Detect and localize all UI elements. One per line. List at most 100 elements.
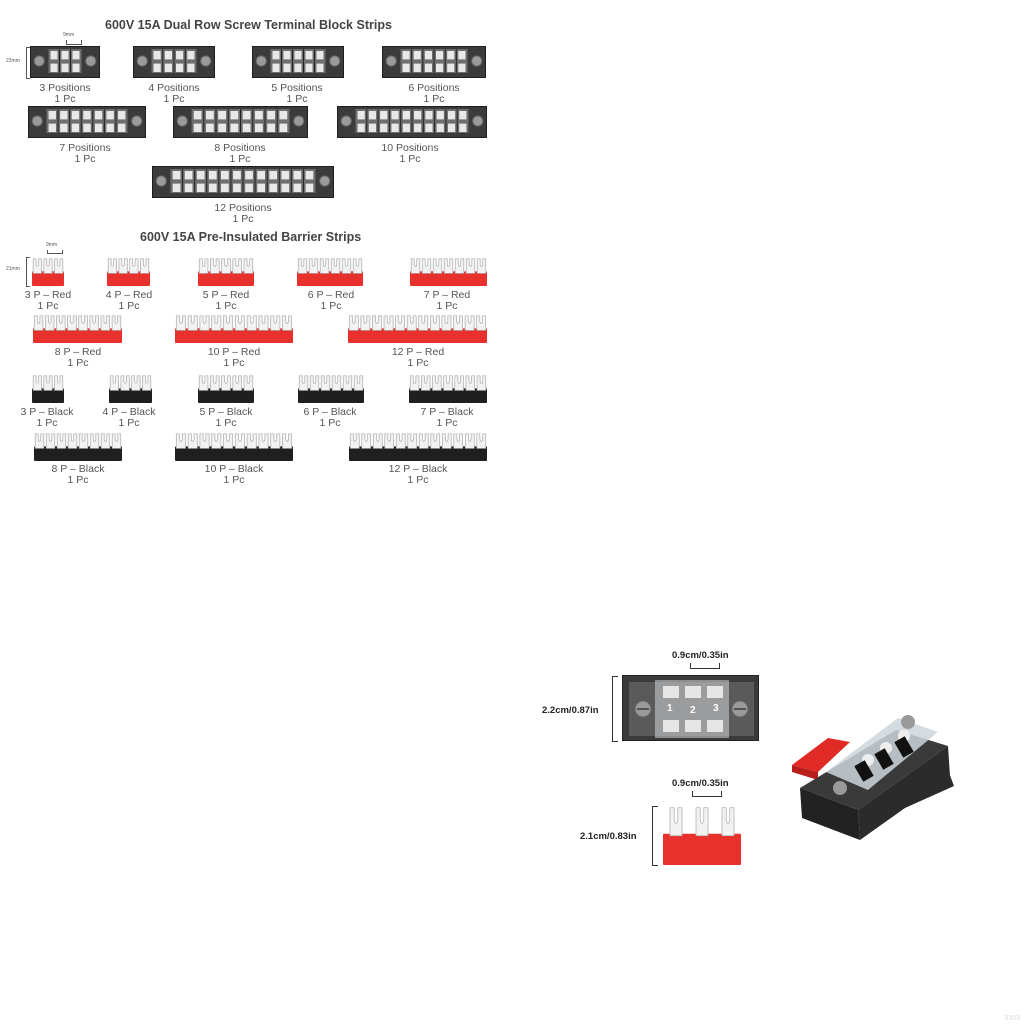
strip-qty: 1 Pc [36,416,58,429]
strip-label: 8 P – Black [51,463,105,475]
terminal-block-8 [173,106,308,138]
jumper-strip-art [198,375,254,403]
black-strip-8 [33,432,123,462]
terminal-block-closeup: 1 2 3 [622,675,759,741]
strip-width-dim: 9mm [46,242,58,248]
width-dim-bracket [47,250,63,254]
jumper-strip-art [298,375,364,403]
strip-label: 3 P – Red [24,289,72,301]
terminal-block-12 [152,166,334,198]
block-label: 5 Positions [271,82,323,94]
red-strip-12 [347,314,488,344]
block-label: 3 Positions [39,82,91,94]
block-label: 4 Positions [148,82,200,94]
strip-height-dim: 21mm [6,266,20,272]
strip-caption: 7 P – Black 1 Pc [414,407,480,428]
strip-label: 10 P – Black [204,463,264,475]
jumper-strip-art [175,315,293,343]
block-qty: 1 Pc [74,152,96,165]
strip-qty: 1 Pc [436,299,458,312]
position-number: 3 [713,703,719,714]
block-label: 8 Positions [214,142,266,154]
strip-label: 8 P – Red [54,346,102,358]
jumper-strip-art [663,807,741,865]
strip-caption: 5 P – Red 1 Pc [196,290,256,311]
strip-qty: 1 Pc [37,299,59,312]
black-strip-10 [174,432,294,462]
strip-caption: 3 P – Black 1 Pc [14,407,80,428]
strip-width-bracket [692,791,722,797]
block-qty: 1 Pc [163,92,185,105]
block-caption: 3 Positions 1 Pc [35,83,95,104]
strip-label: 5 P – Black [199,406,253,418]
black-strip-7 [408,374,488,404]
strip-caption: 8 P – Black 1 Pc [43,464,113,485]
position-number: 1 [667,703,673,714]
strip-caption: 6 P – Black 1 Pc [297,407,363,428]
height-dim-bracket [26,257,30,287]
black-strip-6 [297,374,365,404]
block-qty: 1 Pc [229,152,251,165]
jumper-strip-art [297,258,363,286]
black-strip-5 [197,374,255,404]
jumper-strip-art [32,375,64,403]
strip-label: 6 P – Red [307,289,355,301]
strip-label: 4 P – Black [102,406,156,418]
terminal-block-5 [252,46,344,78]
block-label: 12 Positions [214,202,272,214]
block-label: 7 Positions [59,142,111,154]
strip-caption: 5 P – Black 1 Pc [193,407,259,428]
strip-qty: 1 Pc [118,299,140,312]
strip-qty: 1 Pc [67,356,89,369]
block-qty: 1 Pc [54,92,76,105]
strip-qty: 1 Pc [223,356,245,369]
strip-height-label: 2.1cm/0.83in [580,831,637,842]
block-caption: 7 Positions 1 Pc [55,143,115,164]
terminal-block-photo [788,700,958,850]
jumper-strip-art [109,375,152,403]
block-caption: 8 Positions 1 Pc [210,143,270,164]
block-caption: 10 Positions 1 Pc [375,143,445,164]
strip-caption: 3 P – Red 1 Pc [18,290,78,311]
block-width-dim: 9mm [63,32,75,38]
terminal-block-art [136,49,212,73]
terminal-block-art [31,109,143,133]
strip-caption: 6 P – Red 1 Pc [301,290,361,311]
strip-width-label: 0.9cm/0.35in [672,778,729,789]
strip-qty: 1 Pc [223,473,245,486]
strip-label: 7 P – Black [420,406,474,418]
block-qty: 1 Pc [286,92,308,105]
terminal-block-7 [28,106,146,138]
terminal-block-3 [30,46,100,78]
jumper-strip-art [33,315,122,343]
strip-qty: 1 Pc [118,416,140,429]
strip-label: 12 P – Black [388,463,448,475]
jumper-strip-closeup [662,804,742,866]
jumper-strip-art [348,315,487,343]
red-strip-5 [197,257,255,287]
strip-qty: 1 Pc [407,356,429,369]
strip-qty: 1 Pc [319,416,341,429]
terminal-block-art [255,49,341,73]
terminal-block-6 [382,46,486,78]
section2-title: 600V 15A Pre-Insulated Barrier Strips [140,230,362,244]
strip-label: 12 P – Red [391,346,445,358]
jumper-strip-art [34,433,122,461]
height-dim-bracket [26,47,30,79]
strip-caption: 10 P – Red 1 Pc [199,347,269,368]
block-height-bracket [612,676,618,742]
block-qty: 1 Pc [399,152,421,165]
strip-height-bracket [652,806,658,866]
block-qty: 1 Pc [423,92,445,105]
strip-qty: 1 Pc [215,299,237,312]
strip-label: 4 P – Red [105,289,153,301]
strip-label: 5 P – Red [202,289,250,301]
strip-caption: 4 P – Red 1 Pc [99,290,159,311]
block-width-label: 0.9cm/0.35in [672,650,729,661]
strip-caption: 4 P – Black 1 Pc [96,407,162,428]
strip-caption: 10 P – Black 1 Pc [196,464,272,485]
black-strip-4 [108,374,153,404]
black-strip-3 [31,374,65,404]
jumper-strip-art [198,258,254,286]
block-width-bracket [690,663,720,669]
